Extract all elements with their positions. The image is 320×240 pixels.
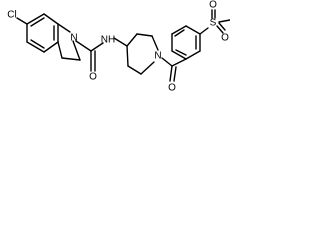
bond <box>43 13 59 25</box>
methylsulfonyl-group <box>199 9 230 35</box>
bond <box>57 41 63 59</box>
bond <box>140 61 155 75</box>
bond-double-inner <box>174 29 185 37</box>
bond <box>26 41 45 53</box>
atom-label-o-urea: O <box>89 72 97 83</box>
molecule-canvas: Cl N O NH N O S O O <box>0 0 230 116</box>
structure-drawing: Cl N O NH N O S O O <box>7 0 230 94</box>
atom-label-o-sulfonyl-top: O <box>209 0 217 11</box>
bond <box>61 57 81 61</box>
bond <box>26 13 45 25</box>
atom-label-o-benzoyl: O <box>168 83 176 94</box>
bond <box>218 19 230 23</box>
bond <box>161 57 173 67</box>
bond-double <box>218 22 226 31</box>
bond <box>72 40 81 61</box>
atom-label-o-sulfonyl-bottom: O <box>221 33 229 44</box>
bond <box>171 50 187 60</box>
bond-double-inner <box>175 49 187 56</box>
bond-double <box>173 66 177 82</box>
bond <box>171 58 187 67</box>
bond <box>199 27 209 35</box>
bond <box>136 33 153 37</box>
bond-double-inner <box>30 17 45 27</box>
atom-label-cl: Cl <box>7 10 16 21</box>
indoline-benzene-ring <box>26 13 59 53</box>
atom-label-n-piperidine: N <box>154 51 161 62</box>
bond <box>169 65 173 82</box>
bond <box>216 25 224 34</box>
benzoyl-benzene-ring <box>171 25 201 60</box>
bond <box>185 50 201 60</box>
bond <box>126 45 129 67</box>
bond-double-inner <box>30 39 45 49</box>
bond <box>113 37 128 47</box>
bond <box>127 65 142 75</box>
bond <box>43 41 59 53</box>
atom-label-nh: NH <box>101 35 115 46</box>
bond <box>171 25 187 35</box>
atom-label-n-indoline: N <box>70 33 77 44</box>
bond <box>90 42 104 52</box>
bond <box>75 40 92 52</box>
indoline-five-ring <box>57 23 81 61</box>
bond <box>151 35 159 51</box>
bond <box>57 23 71 33</box>
benzoyl-linker <box>161 57 187 82</box>
bond-c-cl <box>16 17 28 25</box>
piperidine-ring <box>126 33 159 75</box>
atom-label-s: S <box>210 18 217 29</box>
urea-linker <box>75 37 128 72</box>
bond <box>126 33 138 47</box>
bond <box>185 25 201 35</box>
